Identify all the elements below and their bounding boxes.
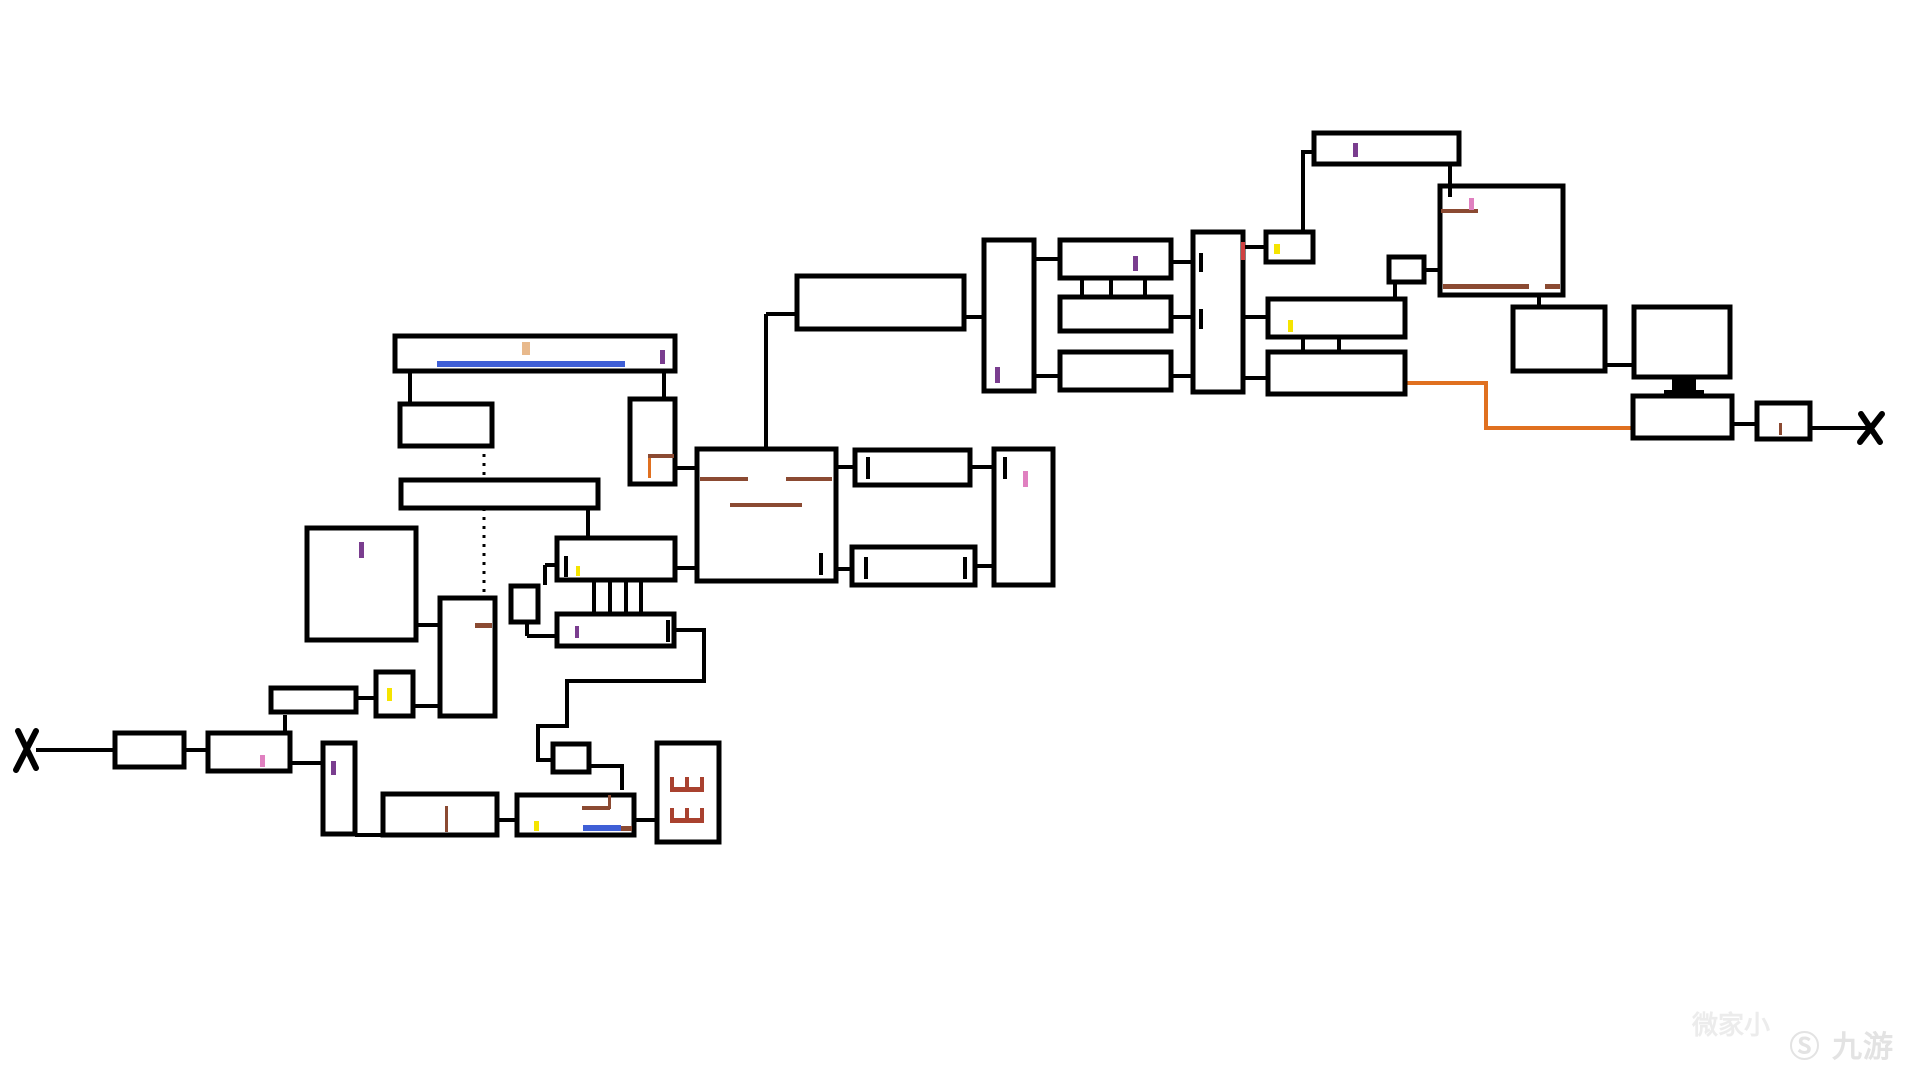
item-pink-markers [260, 198, 1474, 767]
room-right-big [1437, 183, 1566, 298]
room-vertical-left [320, 740, 358, 837]
room-final-small [1754, 400, 1813, 442]
room-spikes [654, 740, 722, 845]
room-start-1 [112, 730, 187, 770]
start-x-icon [13, 728, 39, 773]
room-right-upper [852, 447, 973, 488]
water-pool-low [583, 825, 621, 831]
room-start-2 [205, 730, 293, 774]
room-top-corridor [794, 273, 967, 332]
lava-pipe [1390, 381, 1641, 430]
spikes [670, 777, 704, 823]
room-top-left [397, 401, 495, 449]
watermark-brand-text: 九游 [1832, 1030, 1894, 1065]
room-mid-long [398, 477, 601, 511]
water-pool-top [437, 361, 625, 367]
room-tiny-right [1386, 254, 1427, 285]
room-coin-small [373, 669, 416, 719]
lava-ledge [648, 458, 651, 478]
platforms [445, 209, 1782, 832]
door-ticks [564, 186, 1452, 642]
watermark-faded: 微家小 [1691, 1011, 1770, 1041]
room-top-right [627, 396, 678, 487]
monitor-stand [1672, 377, 1696, 392]
room-right-lower [849, 544, 978, 588]
room-mid-lower [554, 611, 677, 649]
room-monitor [1631, 304, 1733, 380]
room-right-below [1510, 304, 1608, 374]
red-door [1241, 242, 1245, 260]
room-corridor-low [380, 791, 500, 838]
room-ledge [268, 685, 359, 715]
room-right-mid-2 [1265, 349, 1408, 397]
room-top-right-long [1311, 130, 1462, 167]
room-right-tall [991, 446, 1056, 588]
room-shaft [437, 595, 498, 719]
room-column-a [981, 237, 1037, 394]
sand-block [522, 342, 530, 355]
room-coin-top [1263, 229, 1316, 265]
room-final-wide [1630, 393, 1735, 441]
end-x-icon [1857, 411, 1885, 445]
coin-markers [387, 244, 1293, 831]
jiuyou-logo-icon: Ⓢ [1789, 1030, 1821, 1065]
rooms [112, 130, 1813, 845]
watermark-brand: Ⓢ 九游 [1790, 1022, 1894, 1066]
room-tiny-low [550, 741, 592, 775]
room-mid-upper [554, 535, 678, 583]
room-column-b-3 [1057, 349, 1174, 393]
room-column-b-1 [1057, 237, 1174, 281]
monitor-base [1664, 390, 1704, 396]
room-big-central [694, 446, 839, 584]
save-markers [331, 143, 1358, 775]
corridors [36, 150, 1868, 837]
room-tiny-mid [508, 583, 541, 625]
room-column-b-2 [1057, 294, 1174, 334]
